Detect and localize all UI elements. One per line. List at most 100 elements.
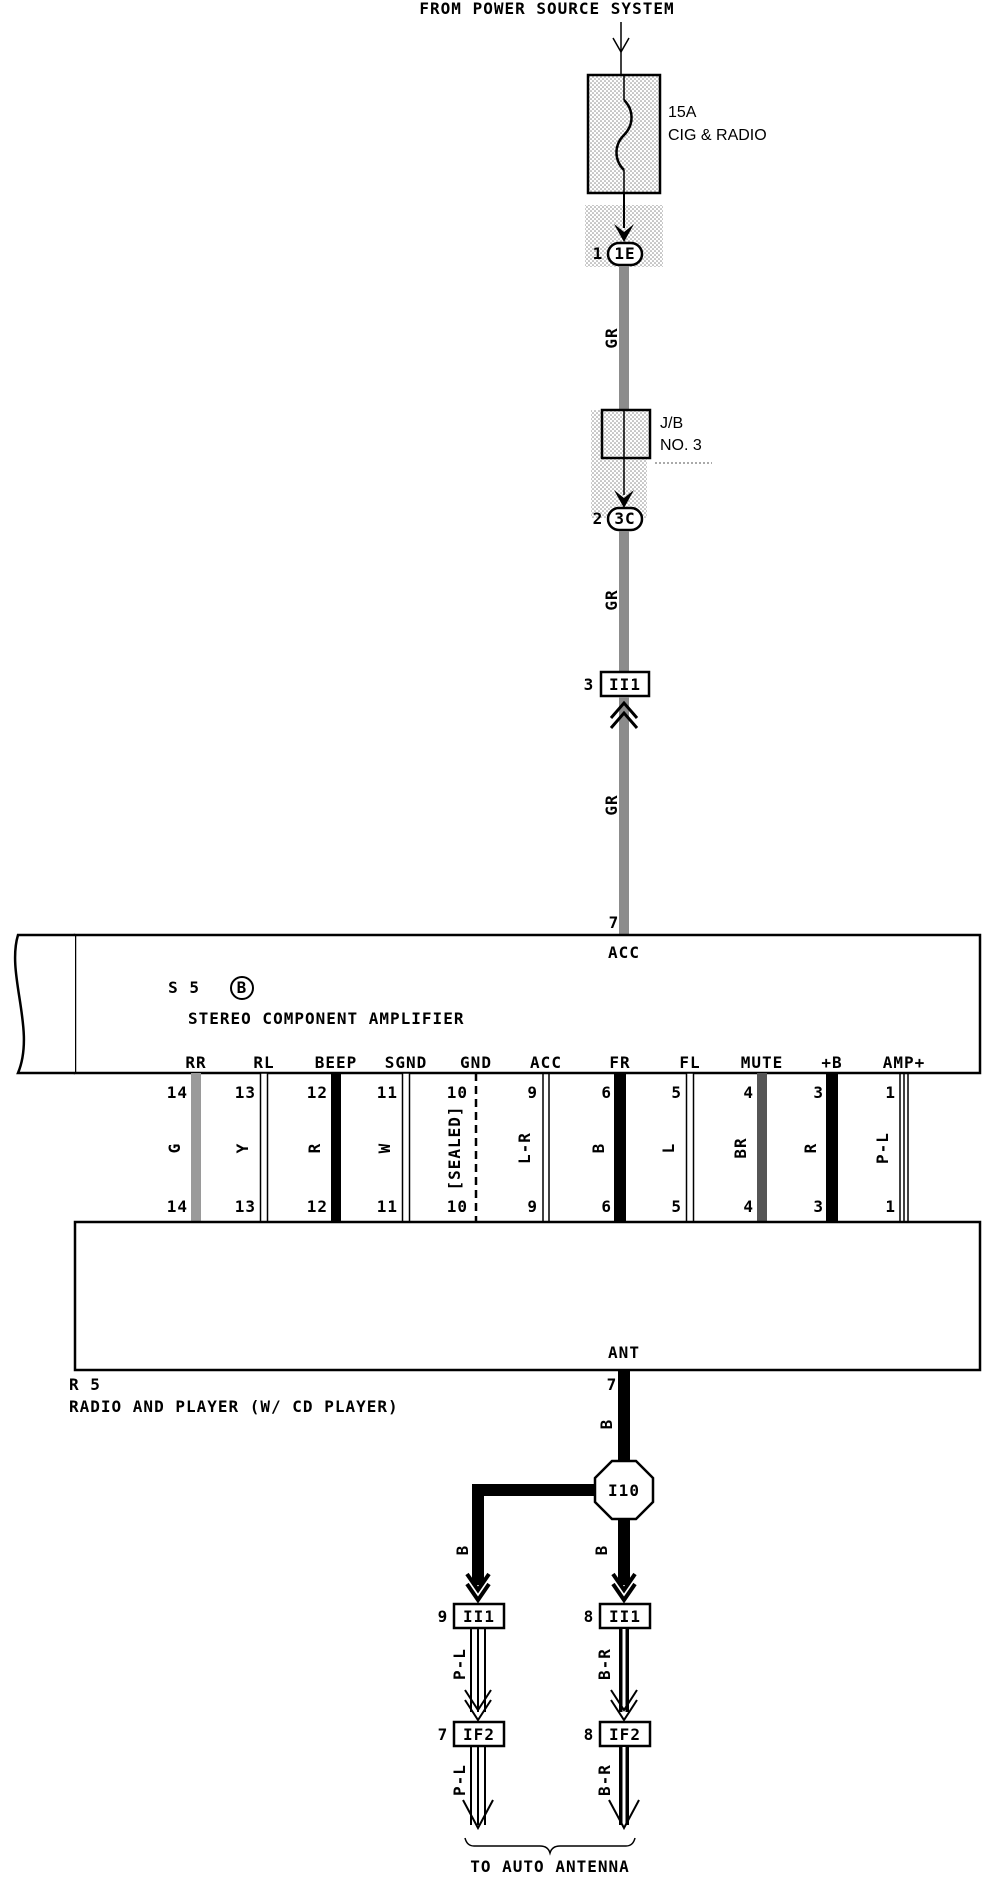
connector-3c: 3C — [606, 506, 644, 532]
to-auto-antenna-label: TO AUTO ANTENNA — [470, 1857, 630, 1876]
amp-terminal-label: FL — [679, 1053, 700, 1072]
amp-acc-pin: 7 — [609, 913, 620, 932]
radio-pin-number: 10 — [447, 1197, 468, 1216]
wire-gr-label-1: GR — [602, 327, 621, 348]
connector-ii1-right: II1 — [598, 1602, 652, 1630]
amp-pin-number: 1 — [885, 1083, 896, 1102]
svg-text:I10: I10 — [608, 1481, 640, 1500]
wire-br-right-2 — [608, 1747, 640, 1831]
wire-pl-label-left-2: P-L — [450, 1764, 469, 1796]
wire-br-label-right-2: B-R — [595, 1764, 614, 1796]
wire-b-label-right: B — [592, 1545, 611, 1556]
connector-ii1-top: II1 — [599, 670, 651, 698]
amp-terminal-label: RR — [185, 1053, 206, 1072]
amp-pin-number: 4 — [743, 1083, 754, 1102]
harness-wire-color: R — [801, 1143, 820, 1154]
radio-code: R 5 — [69, 1375, 101, 1394]
junction-i10: I10 — [593, 1459, 655, 1521]
harness-wire-sgnd — [401, 1072, 411, 1223]
arrow-down-icon — [614, 224, 634, 242]
svg-text:IF2: IF2 — [609, 1725, 641, 1744]
amp-pin-number: 12 — [307, 1083, 328, 1102]
double-chevron-down-icon — [611, 1572, 637, 1604]
amp-pin-number: 3 — [813, 1083, 824, 1102]
svg-text:1E: 1E — [614, 244, 635, 263]
wire-gr-1 — [619, 266, 629, 411]
harness-wire-acc — [542, 1073, 550, 1222]
connector-1e-pin: 1 — [593, 244, 604, 263]
radio-pin-number: 14 — [167, 1197, 188, 1216]
harness-wire-rl — [259, 1072, 269, 1223]
amp-acc-terminal: ACC — [608, 943, 640, 962]
svg-text:B: B — [237, 978, 248, 997]
wire-gr-label-2: GR — [602, 589, 621, 610]
amp-pin-number: 10 — [447, 1083, 468, 1102]
arrow-down-icon — [614, 490, 634, 508]
amp-terminal-label: ACC — [530, 1053, 562, 1072]
wire-gr-label-3: GR — [602, 794, 621, 815]
double-chevron-up-icon — [609, 700, 639, 729]
amp-pin-number: 5 — [671, 1083, 682, 1102]
harness-wire-color: G — [165, 1143, 184, 1154]
connector-3c-pin: 2 — [593, 509, 604, 528]
connector-if2-right-pin: 8 — [584, 1725, 595, 1744]
amp-pin-number: 6 — [601, 1083, 612, 1102]
radio-box — [73, 1220, 982, 1372]
fuse-name: CIG & RADIO — [668, 127, 767, 144]
amp-terminal-label: AMP+ — [883, 1053, 926, 1072]
brace — [464, 1837, 636, 1856]
from-power-source-label: FROM POWER SOURCE SYSTEM — [419, 0, 674, 18]
wire-pl-left-2 — [462, 1747, 494, 1831]
radio-pin-number: 5 — [671, 1197, 682, 1216]
connector-if2-left-pin: 7 — [438, 1725, 449, 1744]
jb-label-1: J/B — [660, 415, 683, 432]
radio-pin-number: 12 — [307, 1197, 328, 1216]
amp-terminal-label: +B — [821, 1053, 842, 1072]
amp-code-badge: B — [230, 976, 254, 1000]
amp-pin-number: 9 — [527, 1083, 538, 1102]
wire-gr-2 — [619, 531, 629, 671]
amp-terminal-label: MUTE — [741, 1053, 784, 1072]
radio-pin-number: 1 — [885, 1197, 896, 1216]
radio-ant-terminal: ANT — [608, 1343, 640, 1362]
amp-terminal-label: GND — [460, 1053, 492, 1072]
svg-text:II1: II1 — [609, 675, 641, 694]
harness-wire-amp-plus — [899, 1073, 909, 1222]
wire-br-right-1 — [610, 1629, 638, 1722]
wire-b-label-left: B — [453, 1545, 472, 1556]
radio-pin-number: 11 — [377, 1197, 398, 1216]
connector-ii1-top-pin: 3 — [584, 675, 595, 694]
harness-wire-fr — [614, 1073, 626, 1222]
harness-wire-beep — [331, 1073, 341, 1222]
connector-ii1-left-pin: 9 — [438, 1607, 449, 1626]
wire-pl-label-left-1: P-L — [450, 1648, 469, 1680]
amp-terminal-label: SGND — [385, 1053, 428, 1072]
svg-text:II1: II1 — [463, 1607, 495, 1626]
wire-pl-left-1 — [464, 1629, 492, 1722]
radio-name: RADIO AND PLAYER (W/ CD PLAYER) — [69, 1397, 399, 1416]
junction-block-no3 — [591, 408, 652, 518]
harness-wire-color: P-L — [873, 1132, 892, 1164]
amp-terminal-label: BEEP — [315, 1053, 358, 1072]
harness-wire-color: L-R — [515, 1132, 534, 1164]
radio-pin-number: 6 — [601, 1197, 612, 1216]
radio-pin-number: 4 — [743, 1197, 754, 1216]
amp-pin-number: 14 — [167, 1083, 188, 1102]
wire-gr-3 — [619, 697, 629, 935]
jb-label-2: NO. 3 — [660, 437, 702, 454]
harness-wire-color: [SEALED] — [445, 1105, 464, 1190]
amp-terminal-label: FR — [609, 1053, 630, 1072]
radio-pin-number: 3 — [813, 1197, 824, 1216]
wire-b-label-ant: B — [597, 1419, 616, 1430]
wire-b-ant — [618, 1371, 630, 1485]
amp-code: S 5 — [168, 978, 200, 997]
wire-br-label-right-1: B-R — [595, 1648, 614, 1680]
amplifier-box — [13, 933, 982, 1075]
harness-wire-color: BR — [731, 1137, 750, 1158]
connector-ii1-right-pin: 8 — [584, 1607, 595, 1626]
harness-wire-color: R — [305, 1143, 324, 1154]
wire-b-right — [618, 1519, 630, 1585]
radio-pin-number: 13 — [235, 1197, 256, 1216]
radio-pin-number: 9 — [527, 1197, 538, 1216]
